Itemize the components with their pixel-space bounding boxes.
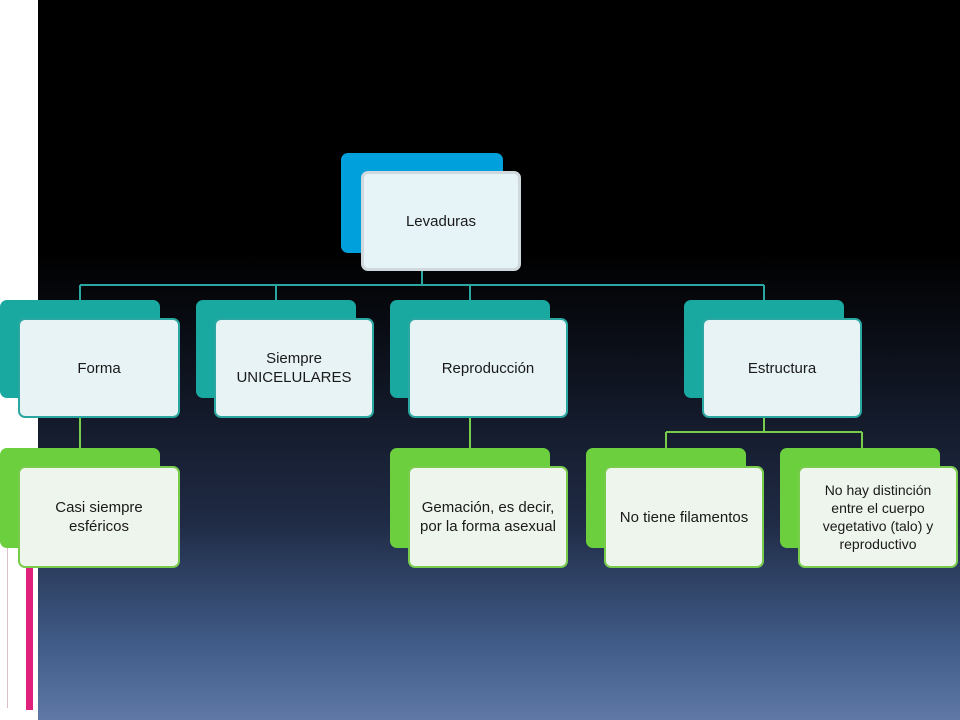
leaf-label-forma: Casi siempre esféricos	[18, 466, 180, 568]
leaf-label-distincion: No hay distinción entre el cuerpo vegeta…	[798, 466, 958, 568]
branch-label-unicelulares: Siempre UNICELULARES	[214, 318, 374, 418]
branch-node-forma: Forma	[0, 300, 180, 418]
accent-line	[7, 548, 8, 708]
root-node-label: Levaduras	[361, 171, 521, 271]
leaf-node-filamentos: No tiene filamentos	[586, 448, 766, 568]
decor-bar	[36, 55, 38, 115]
leaf-label-reproduccion: Gemación, es decir, por la forma asexual	[408, 466, 568, 568]
root-node: Levaduras	[341, 153, 521, 271]
decor-bar	[28, 55, 34, 115]
branch-node-reproduccion: Reproducción	[390, 300, 568, 418]
leaf-node-distincion: No hay distinción entre el cuerpo vegeta…	[780, 448, 958, 568]
leaf-node-forma: Casi siempre esféricos	[0, 448, 180, 568]
branch-label-forma: Forma	[18, 318, 180, 418]
decor-bar	[22, 55, 26, 115]
branch-label-reproduccion: Reproducción	[408, 318, 568, 418]
branch-node-unicelulares: Siempre UNICELULARES	[196, 300, 374, 418]
leaf-label-filamentos: No tiene filamentos	[604, 466, 764, 568]
branch-label-estructura: Estructura	[702, 318, 862, 418]
leaf-node-reproduccion: Gemación, es decir, por la forma asexual	[390, 448, 570, 568]
magenta-accent-bar	[26, 550, 33, 710]
branch-node-estructura: Estructura	[684, 300, 862, 418]
